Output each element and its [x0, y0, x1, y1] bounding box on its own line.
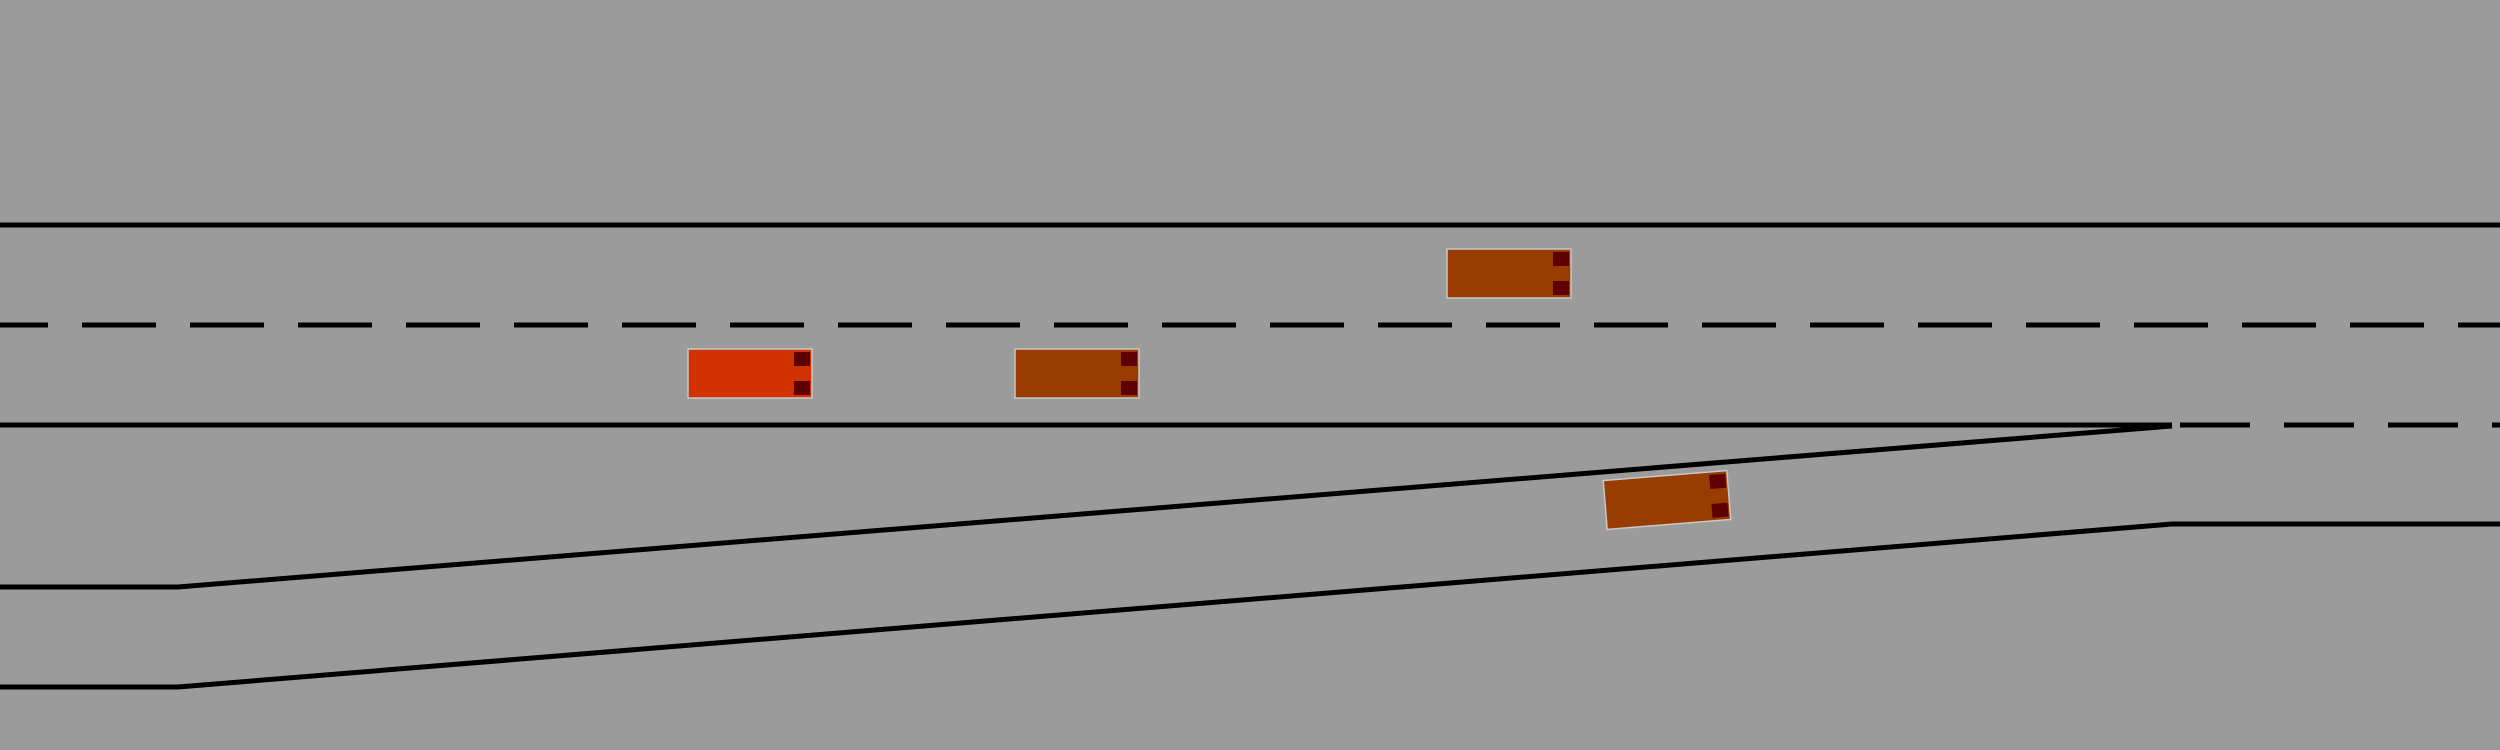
on-ramp-upper-edge [0, 423, 2173, 590]
tail-light-icon [794, 352, 810, 366]
tail-light-icon [1121, 352, 1137, 366]
tail-light-icon [794, 381, 810, 395]
ego-vehicle [687, 348, 813, 399]
tail-light-icon [1711, 502, 1729, 518]
vehicle-body [1014, 348, 1140, 399]
on-ramp-lower-edge [0, 521, 2500, 690]
tail-light-icon [1553, 252, 1569, 266]
vehicles [687, 248, 1732, 531]
road-markings [0, 222, 2500, 690]
vehicle-body [687, 348, 813, 399]
vehicle-car-c [1602, 469, 1732, 531]
vehicle-body [1602, 469, 1732, 531]
tail-light-icon [1553, 281, 1569, 295]
vehicle-car-b [1446, 248, 1572, 299]
vehicle-body [1446, 248, 1572, 299]
tail-light-icon [1709, 473, 1727, 489]
vehicle-car-a [1014, 348, 1140, 399]
tail-light-icon [1121, 381, 1137, 395]
